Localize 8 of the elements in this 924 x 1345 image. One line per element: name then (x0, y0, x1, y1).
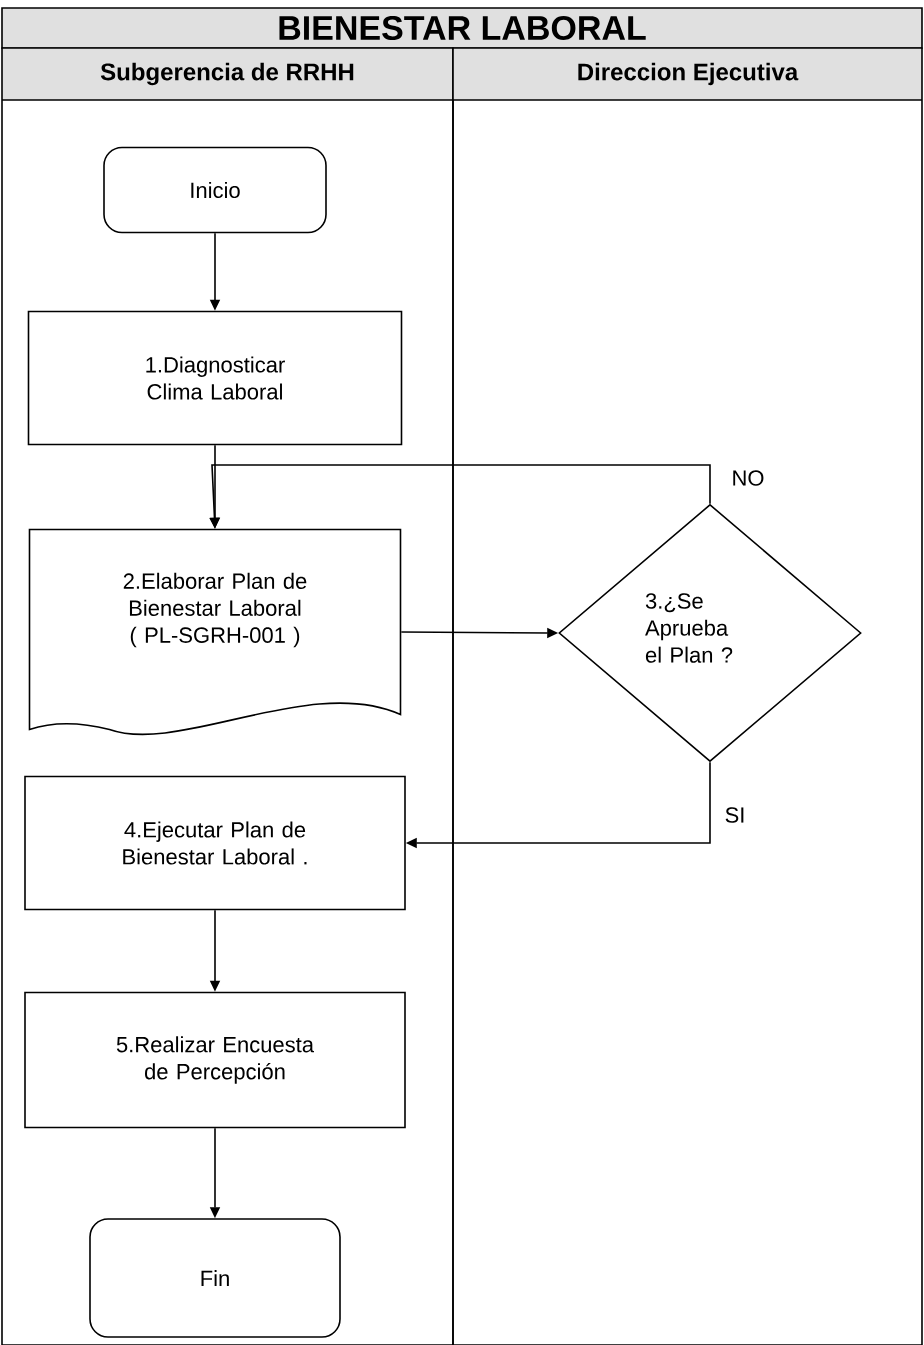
title-band: BIENESTAR LABORAL (1, 7, 923, 49)
terminal-box: Fin (89, 1218, 341, 1338)
process-box: 1.Diagnosticar Clima Laboral (27, 310, 403, 446)
process-box: 5.Realizar Encuesta de Percepción (24, 991, 406, 1129)
edge-label: NO (730, 469, 766, 487)
edge-label: SI (723, 806, 747, 824)
process-box: 4.Ejecutar Plan de Bienestar Laboral . (24, 775, 406, 911)
terminal-box: Inicio (103, 146, 327, 234)
